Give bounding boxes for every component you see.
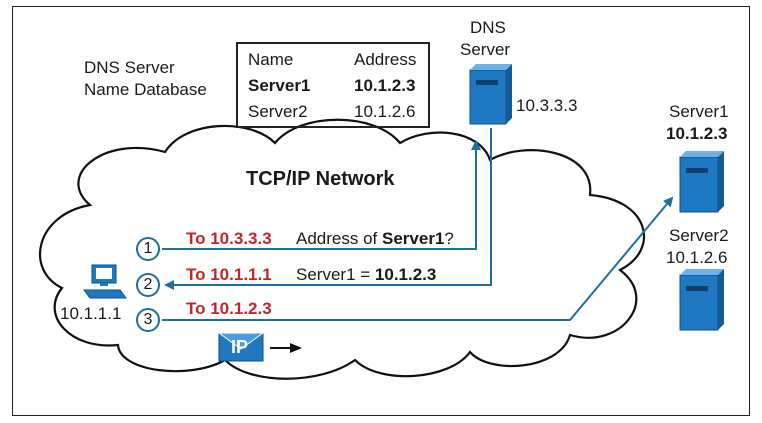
- db-label-line2: Name Database: [84, 80, 207, 99]
- step1-arrow: [162, 140, 481, 250]
- dns-server-icon: [469, 64, 512, 125]
- table-row-name: Server2: [248, 102, 308, 121]
- step2-arrow: [164, 128, 492, 290]
- step-1-circle: 1: [136, 237, 160, 261]
- step-1-message: Address of Server1?: [296, 229, 454, 248]
- server1-icon: [679, 151, 724, 213]
- client-ip: 10.1.1.1: [60, 304, 122, 323]
- table-header-address: Address: [354, 50, 417, 69]
- db-label-line1: DNS Server: [84, 58, 175, 77]
- table-row-address: 10.1.2.6: [354, 102, 416, 121]
- server1-name: Server1: [669, 102, 729, 121]
- ip-packet-icon: [217, 332, 265, 362]
- diagram-frame: [12, 6, 750, 416]
- table-row-name: Server1: [248, 76, 311, 95]
- step-2-destination: To 10.1.1.1: [186, 265, 272, 284]
- server2-ip: 10.1.2.6: [666, 248, 728, 267]
- table-row-address: 10.1.2.3: [354, 76, 416, 95]
- step-2-circle: 2: [136, 273, 160, 297]
- pc-icon: [83, 264, 127, 299]
- server1-ip: 10.1.2.3: [666, 124, 728, 143]
- dns-name-database-table: Name Address Server1 10.1.2.3 Server2 10…: [236, 42, 430, 128]
- step-3-circle: 3: [136, 308, 160, 332]
- step-3-destination: To 10.1.2.3: [186, 299, 272, 318]
- dns-server-ip: 10.3.3.3: [516, 96, 578, 115]
- table-header-name: Name: [248, 50, 294, 69]
- step-2-message: Server1 = 10.1.2.3: [296, 265, 437, 284]
- step-1-destination: To 10.3.3.3: [186, 229, 272, 248]
- step3-arrow: [162, 196, 674, 321]
- dns-server-label-line1: DNS: [470, 18, 506, 37]
- dns-server-label-line2: Server: [460, 40, 511, 59]
- network-title: TCP/IP Network: [246, 168, 395, 190]
- server2-icon: [679, 269, 724, 331]
- packet-label: IP: [231, 337, 249, 357]
- server2-name: Server2: [669, 226, 729, 245]
